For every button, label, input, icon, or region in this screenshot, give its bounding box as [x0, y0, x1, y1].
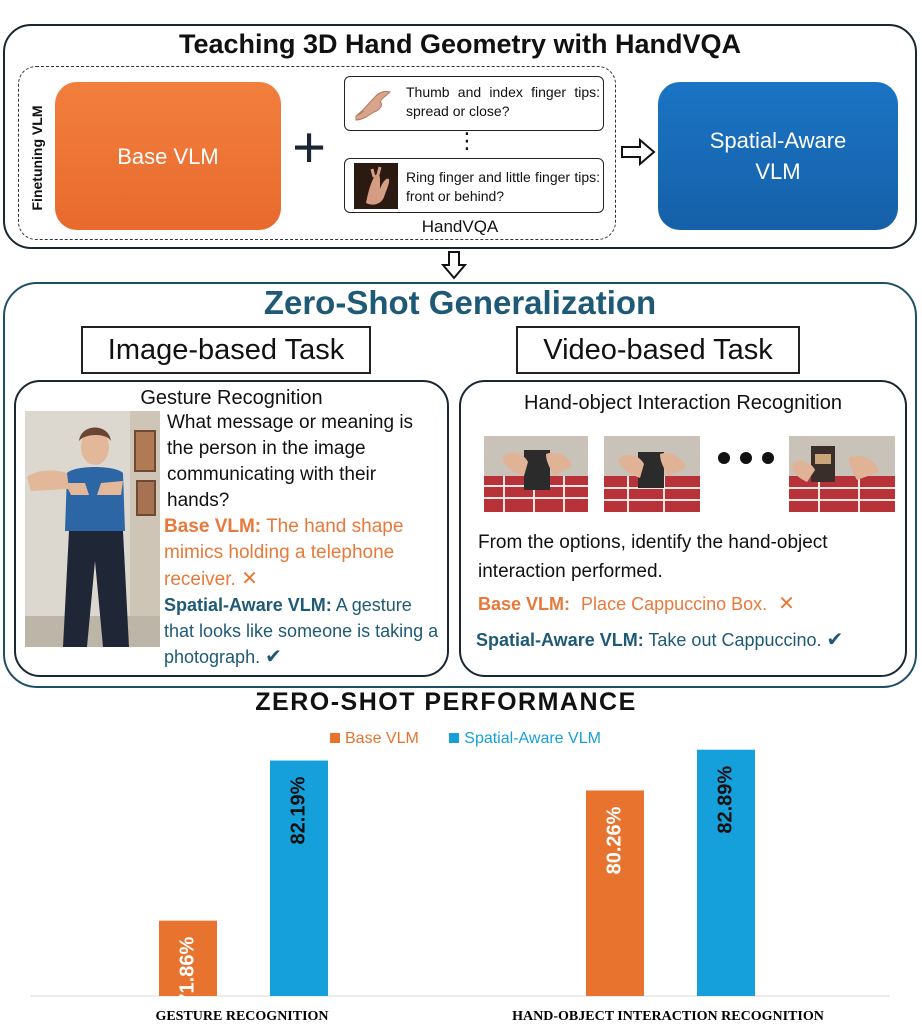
- zero-shot-title: Zero-Shot Generalization: [263, 284, 657, 321]
- video-task-label: Video-based Task: [516, 326, 800, 374]
- bar-spatial-1: [270, 760, 328, 996]
- video-task-panel: [459, 380, 907, 677]
- legend-label-base: Base VLM: [345, 730, 419, 747]
- hand-thumbnail-1: [350, 80, 396, 124]
- category-label-2: HAND-OBJECT INTERACTION RECOGNITION: [512, 1009, 824, 1024]
- legend-label-spatial: Spatial-Aware VLM: [464, 730, 601, 747]
- main-title: Teaching 3D Hand Geometry with HandVQA: [178, 29, 742, 59]
- hoi-base-text: Place Cappuccino Box.: [581, 594, 768, 614]
- category-label-1: GESTURE RECOGNITION: [155, 1009, 328, 1024]
- hoi-spatial-answer: Spatial-Aware VLM: Take out Cappuccino. …: [476, 627, 906, 653]
- qa-ellipsis: ⋮: [456, 128, 478, 153]
- check-icon: ✔: [826, 629, 844, 651]
- hoi-heading: Hand-object Interaction Recognition: [524, 392, 842, 414]
- data-label-base-1: 71.86%: [176, 937, 198, 1005]
- hoi-question: From the options, identify the hand-obje…: [478, 532, 828, 582]
- data-label-base-2: 80.26%: [603, 806, 625, 874]
- legend-swatch-base: [330, 733, 340, 743]
- bar-base-2: [586, 790, 644, 996]
- arrow-down-icon: [440, 250, 468, 280]
- check-icon: ✔: [265, 646, 282, 668]
- video-frame-3: [789, 436, 895, 512]
- hand-thumbnail-2: [354, 163, 398, 209]
- data-label-spatial-2: 82.89%: [714, 766, 736, 834]
- video-frame-1: [484, 436, 588, 512]
- gesture-base-label: Base VLM:: [164, 516, 262, 537]
- qa-text-1: Thumb and index finger tips: spread or c…: [406, 84, 600, 119]
- cross-icon: ✕: [241, 568, 258, 590]
- frames-ellipsis-icon: [714, 446, 778, 470]
- chart-legend: Base VLM Spatial-Aware VLM: [330, 728, 670, 750]
- image-task-label: Image-based Task: [81, 326, 371, 374]
- arrow-right-icon: [620, 137, 656, 167]
- bar-spatial-2: [697, 749, 755, 996]
- gesture-spatial-answer: Spatial-Aware VLM: A gesture that looks …: [164, 592, 440, 670]
- legend-swatch-spatial: [449, 733, 460, 743]
- gesture-base-answer: Base VLM: The hand shape mimics holding …: [164, 514, 444, 593]
- image-task-panel: [14, 380, 449, 677]
- chart-title: ZERO-SHOT PERFORMANCE: [255, 688, 637, 716]
- finetuning-dashed-box: [18, 66, 616, 240]
- spatial-vlm-box: Spatial-Aware VLM: [658, 82, 898, 230]
- plus-sign: +: [292, 115, 326, 180]
- cross-icon: ✕: [778, 593, 795, 615]
- finetuning-panel: [3, 24, 917, 249]
- spatial-vlm-label: Spatial-Aware VLM: [709, 128, 847, 184]
- finetuning-label: Finetuning VLM: [29, 105, 45, 211]
- base-vlm-box: Base VLM: [55, 82, 281, 230]
- base-vlm-label: Base VLM: [117, 143, 219, 169]
- performance-chart: 71.86% 80.26% 82.19% 82.89% GESTURE RECOGNIT…: [30, 749, 890, 1024]
- gesture-spatial-text: A gesture that looks like someone is tak…: [164, 595, 439, 667]
- bar-base-1: [159, 920, 217, 996]
- hoi-spatial-label: Spatial-Aware VLM:: [476, 630, 644, 650]
- gesture-question: What message or meaning is the person in…: [167, 412, 414, 511]
- gesture-photo: [25, 411, 160, 647]
- qa-card-1: [344, 76, 604, 131]
- gesture-heading: Gesture Recognition: [140, 387, 323, 409]
- data-label-spatial-1: 82.19%: [287, 776, 309, 844]
- video-frame-2: [604, 436, 700, 512]
- gesture-spatial-label: Spatial-Aware VLM:: [164, 595, 332, 615]
- hoi-spatial-text: Take out Cappuccino.: [648, 630, 822, 650]
- qa-text-2: Ring finger and little finger tips: fron…: [406, 169, 600, 204]
- hoi-base-answer: Base VLM: Place Cappuccino Box. ✕: [478, 591, 898, 617]
- gesture-base-text: The hand shape mimics holding a telephon…: [164, 516, 404, 590]
- handvqa-label: HandVQA: [421, 217, 499, 236]
- zero-shot-panel: [3, 282, 917, 688]
- hoi-base-label: Base VLM:: [478, 594, 571, 614]
